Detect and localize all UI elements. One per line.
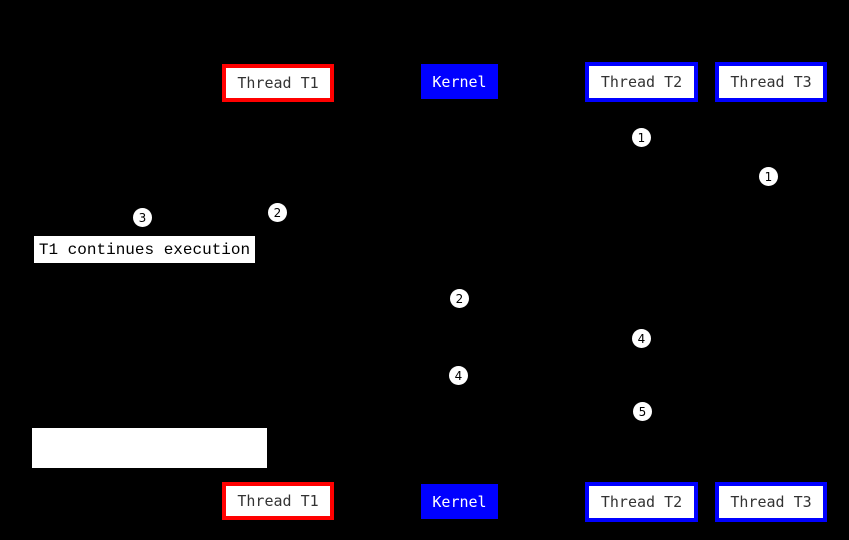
step-marker: 3	[133, 208, 152, 227]
actor-thread-t2-bottom: Thread T2	[585, 482, 698, 522]
actor-thread-t3-bottom: Thread T3	[715, 482, 827, 522]
actor-thread-t1-bottom: Thread T1	[222, 482, 334, 520]
step-marker: 4	[632, 329, 651, 348]
actor-thread-t1-top: Thread T1	[222, 64, 334, 102]
actor-thread-t2-top: Thread T2	[585, 62, 698, 102]
actor-kernel-bottom: Kernel	[421, 484, 498, 519]
step-marker: 2	[450, 289, 469, 308]
step-marker: 1	[759, 167, 778, 186]
actor-kernel-top: Kernel	[421, 64, 498, 99]
step-marker: 5	[633, 402, 652, 421]
step-marker: 2	[268, 203, 287, 222]
empty-label-box	[32, 428, 267, 468]
note-label: T1 continues execution	[34, 236, 255, 263]
step-marker: 4	[449, 366, 468, 385]
step-marker: 1	[632, 128, 651, 147]
actor-thread-t3-top: Thread T3	[715, 62, 827, 102]
